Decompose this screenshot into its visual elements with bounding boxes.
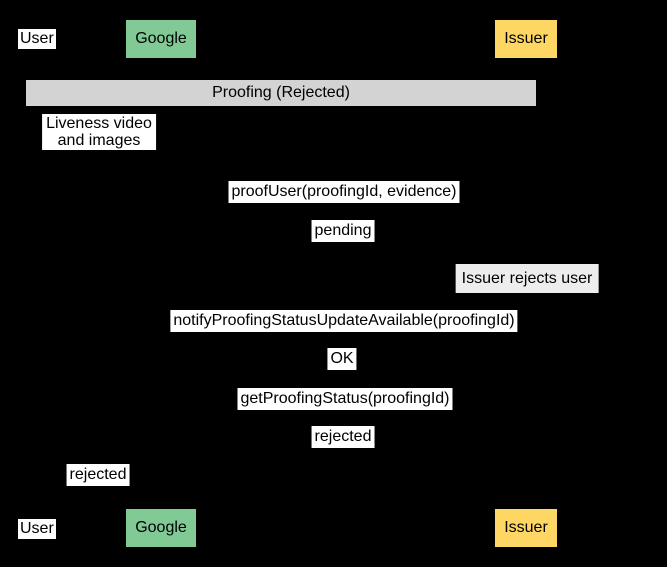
actor-issuer-top: Issuer [495, 20, 557, 58]
message-liveness-line1: Liveness video [46, 115, 152, 132]
message-rejected-to-user: rejected [66, 464, 130, 486]
note-issuer-rejects-user: Issuer rejects user [455, 264, 599, 293]
message-get-proofing-status: getProofingStatus(proofingId) [237, 388, 453, 410]
message-ok: OK [327, 348, 357, 370]
frame-title-proofing-rejected: Proofing (Rejected) [26, 80, 536, 106]
message-proof-user: proofUser(proofingId, evidence) [228, 181, 460, 203]
actor-google-top: Google [126, 20, 196, 58]
actor-issuer-bottom: Issuer [495, 509, 557, 547]
message-notify-proofing-status-update: notifyProofingStatusUpdateAvailable(proo… [170, 310, 518, 332]
message-liveness-video-and-images: Liveness video and images [42, 114, 156, 150]
message-pending: pending [311, 220, 375, 242]
actor-user-top: User [18, 29, 56, 49]
actor-user-bottom: User [18, 519, 56, 539]
actor-google-bottom: Google [126, 509, 196, 547]
message-rejected-from-issuer: rejected [311, 426, 375, 448]
message-liveness-line2: and images [57, 132, 141, 149]
